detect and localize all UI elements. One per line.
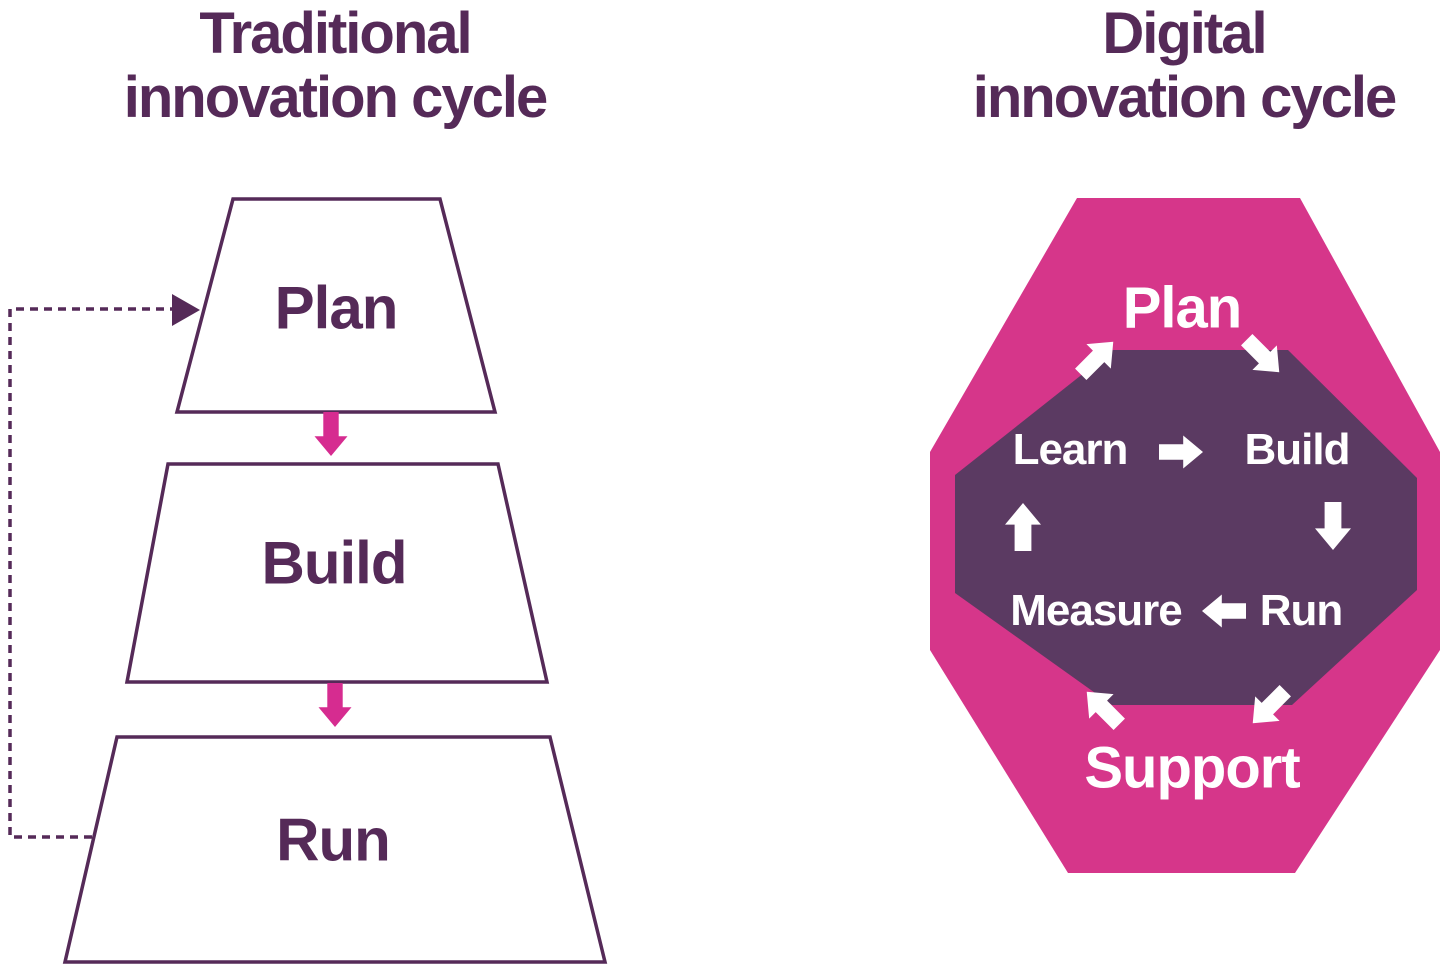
stage-label-run: Run — [276, 806, 391, 874]
feedback-arrowhead-icon — [172, 294, 200, 326]
octagon-label-plan: Plan — [1122, 275, 1242, 341]
left-title-line2: innovation cycle — [123, 65, 548, 130]
octagon-label-run: Run — [1259, 586, 1344, 635]
stage-label-plan: Plan — [274, 274, 399, 342]
right-title-line2: innovation cycle — [972, 65, 1397, 130]
octagon-label-measure: Measure — [1010, 586, 1183, 635]
run-trapezoid — [62, 735, 608, 964]
stage-label-build: Build — [261, 529, 408, 597]
octagon-label-learn: Learn — [1012, 425, 1129, 474]
plan-trapezoid — [174, 197, 498, 414]
octagon-label-support: Support — [1084, 735, 1300, 801]
inner-octagon — [955, 350, 1417, 705]
octagon-label-build: Build — [1244, 425, 1351, 474]
left-title: Traditional innovation cycle — [123, 1, 548, 130]
right-title: Digital innovation cycle — [972, 1, 1397, 130]
plan-to-build-arrow-icon — [314, 412, 348, 456]
build-trapezoid — [124, 462, 550, 684]
build-to-run-arrow-icon — [318, 683, 352, 727]
left-title-line1: Traditional — [199, 1, 472, 66]
right-title-line1: Digital — [1102, 1, 1267, 66]
feedback-dashed-line — [8, 307, 174, 839]
